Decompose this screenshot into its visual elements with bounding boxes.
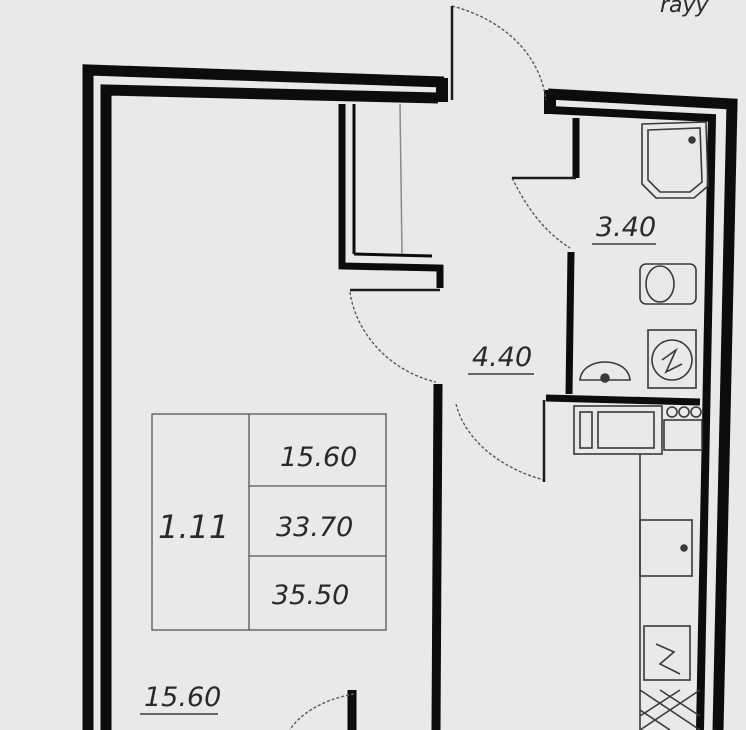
shower-tray-inner [647, 127, 703, 193]
room-wall-right [431, 383, 443, 730]
bathroom-fixtures [579, 121, 709, 389]
area-summary-table [151, 413, 387, 631]
sink [579, 361, 631, 381]
kitchen-sink-basin [597, 411, 655, 449]
sink-drain-icon [600, 373, 610, 383]
bathroom-wall-horizontal [545, 394, 701, 406]
bathroom-wall-bottom [565, 251, 575, 395]
living-area-value: 15.60 [280, 442, 357, 473]
entrance-cap-right [544, 90, 556, 114]
kitchen-sink-unit [573, 405, 663, 455]
kitchen-sink-drainer [579, 411, 593, 449]
bathroom-door-swing [511, 177, 571, 249]
shower-drain-icon [688, 136, 696, 144]
wardrobe-door-swing [349, 291, 437, 383]
bathroom-area-label: 3.40 [596, 212, 656, 243]
entrance-cap-left [436, 78, 448, 102]
kitchen-fixtures [573, 405, 703, 730]
total-area-with-balcony-value: 35.50 [272, 580, 349, 611]
stove [643, 625, 691, 681]
washing-machine [647, 329, 697, 389]
wall-right-inner [549, 106, 717, 730]
corner-text: rayу [660, 0, 710, 18]
entrance-door-swing [451, 5, 547, 101]
hob-unit [663, 419, 703, 451]
total-area-value: 33.70 [276, 512, 353, 543]
toilet-outline [639, 263, 697, 305]
wardrobe-wall [338, 104, 444, 288]
fridge-handle-icon [680, 544, 688, 552]
table-border [151, 413, 387, 631]
shower-tray [641, 121, 709, 199]
wardrobe-door-line [399, 103, 403, 255]
apartment-code: 1.11 [158, 508, 229, 546]
wall-right-outer [547, 88, 738, 730]
interior-walls [338, 104, 701, 730]
hob-ring-2-icon [678, 406, 690, 418]
wardrobe-wall-inner2 [353, 252, 433, 258]
toilet-bowl-icon [645, 265, 675, 303]
stove-bolt-icon [655, 643, 681, 675]
hob-ring-3-icon [690, 406, 702, 418]
room-door-swing [289, 693, 355, 730]
hallway-area-label: 4.40 [472, 342, 532, 373]
room-area-label: 15.60 [144, 682, 221, 713]
outer-walls [82, 64, 738, 730]
washing-machine-bolt-icon [661, 347, 683, 374]
wall-left-inner [100, 84, 439, 730]
kitchen-door-swing [455, 403, 545, 481]
stove-grid-icon [639, 689, 701, 730]
door-leaves [350, 6, 576, 482]
wall-left-outer [82, 64, 445, 730]
washing-machine-drum-icon [651, 339, 693, 381]
fridge [639, 519, 693, 577]
hob-ring-1-icon [666, 406, 678, 418]
doors [289, 5, 571, 730]
